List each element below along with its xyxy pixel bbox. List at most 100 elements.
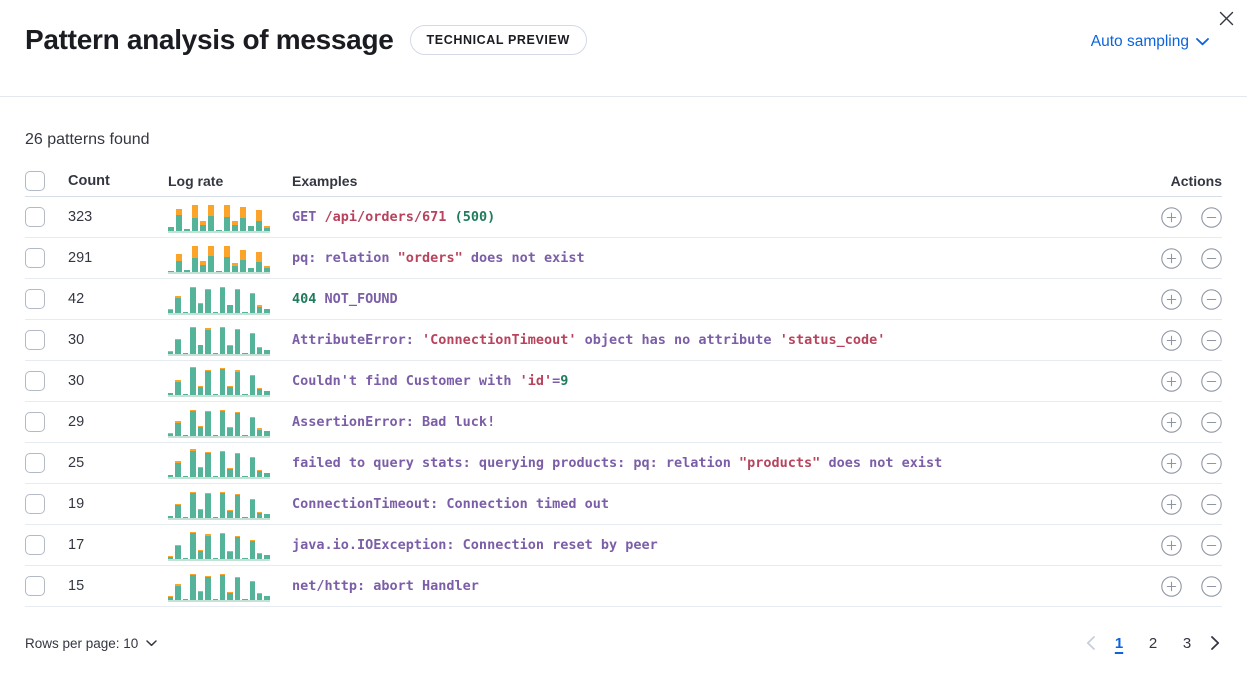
sparkline-bar — [257, 305, 263, 313]
next-page-button[interactable] — [1209, 636, 1222, 650]
page-title: Pattern analysis of message — [25, 24, 394, 55]
sparkline-bar — [182, 517, 189, 518]
row-count: 29 — [68, 414, 85, 430]
sparkline-bar — [249, 293, 256, 313]
sparkline-bar — [182, 558, 189, 559]
plus-circle-icon — [1161, 370, 1182, 392]
sparkline-bar — [264, 226, 270, 231]
row-example-text: failed to query stats: querying products… — [292, 455, 943, 471]
remove-filter-button[interactable] — [1201, 575, 1222, 597]
previous-page-button[interactable] — [1084, 636, 1097, 650]
add-filter-button[interactable] — [1161, 288, 1182, 310]
sparkline-bar — [205, 328, 211, 354]
row-select-cell — [25, 535, 68, 555]
examples-column-header: Examples — [292, 172, 358, 189]
row-checkbox[interactable] — [25, 207, 45, 227]
row-checkbox[interactable] — [25, 289, 45, 309]
remove-filter-button[interactable] — [1201, 247, 1222, 269]
sparkline-bar — [175, 584, 181, 600]
sparkline-bar — [234, 289, 241, 313]
sparkline-bar — [208, 205, 214, 231]
sparkline-bar — [190, 532, 196, 559]
sparkline-bar — [234, 494, 241, 518]
sparkline-bar — [219, 533, 226, 559]
add-filter-button[interactable] — [1161, 411, 1182, 433]
add-filter-button[interactable] — [1161, 575, 1182, 597]
row-checkbox[interactable] — [25, 412, 45, 432]
page-button-2[interactable]: 2 — [1141, 631, 1165, 655]
row-actions — [1134, 329, 1222, 351]
sparkline-bar — [175, 380, 181, 395]
row-checkbox[interactable] — [25, 494, 45, 514]
plus-circle-icon — [1161, 452, 1182, 474]
sparkline-bar — [212, 558, 218, 559]
row-select-cell — [25, 576, 68, 596]
sparkline-bar — [249, 457, 256, 477]
add-filter-button[interactable] — [1161, 206, 1182, 228]
minus-circle-icon — [1201, 288, 1222, 310]
sparkline-bar — [192, 246, 198, 272]
log-rate-sparkline — [168, 365, 270, 397]
row-checkbox[interactable] — [25, 371, 45, 391]
row-checkbox[interactable] — [25, 576, 45, 596]
sparkline-bar — [234, 329, 241, 354]
add-filter-button[interactable] — [1161, 329, 1182, 351]
sparkline-bar — [227, 551, 233, 559]
remove-filter-button[interactable] — [1201, 370, 1222, 392]
sparkline-bar — [264, 391, 270, 395]
add-filter-button[interactable] — [1161, 493, 1182, 515]
flyout-body: 26 patterns found Count Log rate Example… — [0, 131, 1247, 607]
page-button-3[interactable]: 3 — [1175, 631, 1199, 655]
sparkline-bar — [264, 431, 270, 436]
sparkline-bar — [175, 545, 181, 559]
remove-filter-button[interactable] — [1201, 452, 1222, 474]
row-checkbox[interactable] — [25, 453, 45, 473]
minus-circle-icon — [1201, 452, 1222, 474]
row-log-rate-cell — [168, 201, 292, 233]
sparkline-bar — [227, 592, 233, 600]
sparkline-bar — [227, 345, 233, 354]
sparkline-bar — [212, 353, 218, 354]
sparkline-bar — [242, 476, 248, 477]
sparkline-bar — [182, 435, 189, 436]
log-rate-sparkline — [168, 529, 270, 561]
row-example-text: AssertionError: Bad luck! — [292, 414, 496, 430]
row-actions — [1134, 493, 1222, 515]
row-select-cell — [25, 289, 68, 309]
row-count: 42 — [68, 291, 85, 307]
row-actions — [1134, 206, 1222, 228]
row-example-text: ConnectionTimeout: Connection timed out — [292, 496, 609, 512]
sparkline-bar — [212, 599, 218, 600]
page-button-1[interactable]: 1 — [1107, 631, 1131, 655]
remove-filter-button[interactable] — [1201, 329, 1222, 351]
remove-filter-button[interactable] — [1201, 493, 1222, 515]
row-select-cell — [25, 330, 68, 350]
row-example-text: GET /api/orders/671 (500) — [292, 209, 496, 225]
sparkline-bar — [168, 596, 174, 600]
add-filter-button[interactable] — [1161, 370, 1182, 392]
row-checkbox[interactable] — [25, 535, 45, 555]
sparkline-bar — [249, 333, 256, 354]
plus-circle-icon — [1161, 329, 1182, 351]
rows-per-page-selector[interactable]: Rows per page: 10 — [25, 636, 158, 651]
add-filter-button[interactable] — [1161, 247, 1182, 269]
close-button[interactable] — [1213, 5, 1239, 31]
remove-filter-button[interactable] — [1201, 288, 1222, 310]
remove-filter-button[interactable] — [1201, 534, 1222, 556]
log-rate-sparkline — [168, 283, 270, 315]
row-select-cell — [25, 371, 68, 391]
sparkline-bar — [227, 510, 233, 518]
row-example-text: pq: relation "orders" does not exist — [292, 250, 585, 266]
add-filter-button[interactable] — [1161, 534, 1182, 556]
sampling-dropdown[interactable]: Auto sampling — [1091, 33, 1209, 51]
remove-filter-button[interactable] — [1201, 411, 1222, 433]
row-example-text: AttributeError: 'ConnectionTimeout' obje… — [292, 332, 886, 348]
row-checkbox[interactable] — [25, 248, 45, 268]
select-all-checkbox[interactable] — [25, 170, 45, 191]
remove-filter-button[interactable] — [1201, 206, 1222, 228]
row-checkbox[interactable] — [25, 330, 45, 350]
sparkline-bar — [212, 394, 218, 395]
add-filter-button[interactable] — [1161, 452, 1182, 474]
row-log-rate-cell — [168, 529, 292, 561]
